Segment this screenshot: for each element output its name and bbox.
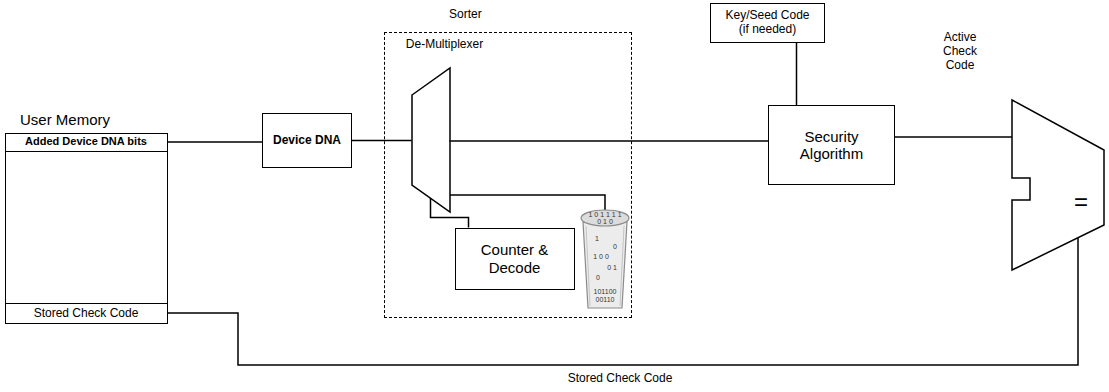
comparator-block: = [1012,100,1104,270]
bin-rib [586,226,590,306]
signal-wire [352,140,412,142]
bin-rib [620,226,624,306]
node-text: Counter & Decode [469,241,561,276]
discard-wire [450,195,605,210]
discarded-bits: 1 0 1 1 1 1 [588,211,621,218]
memory-block: User MemoryAdded Device DNA bitsStored C… [5,133,168,324]
discarded-bits: 101100 [594,288,617,295]
block-outline [1012,100,1104,270]
node-text: = [1074,188,1088,216]
signal-wire [796,43,798,106]
group-frame: SorterDe-MultiplexerCounter & Decode [384,32,632,318]
node-text: Security Algorithm [782,128,882,163]
signal-wire [450,140,769,142]
process-box: Key/Seed Code (if needed) [710,3,825,43]
discarded-bits: 0 [613,243,617,250]
block-shape [1012,100,1104,270]
discarded-bits: 1 0 0 [593,253,609,260]
process-box: Device DNA [262,113,352,168]
memory-row: Added Device DNA bits [5,133,168,152]
node-text: De-Multiplexer [395,38,495,52]
node-text: Added Device DNA bits [25,135,147,148]
process-box: Counter & Decode [455,228,575,290]
discarded-bits: 1 [595,235,599,242]
node-text: Sorter [449,8,482,22]
node-text: User Memory [20,111,110,128]
wire-label: Stored Check Code [565,371,676,385]
discarded-bits: 00110 [596,296,615,303]
node-text: Device DNA [273,134,341,148]
node-text: Key/Seed Code (if needed) [723,9,813,37]
signal-wire [168,141,263,143]
signal-wire [895,136,1012,138]
node-text: Stored Check Code [34,307,139,321]
block-shape [412,68,450,212]
wire-label: Active Check Code [934,30,986,72]
bin-rim [581,210,629,226]
block-outline [395,36,495,216]
discarded-bits: 0 1 0 [597,218,613,225]
demux-block: De-Multiplexer [395,36,495,216]
discarded-bits: 0 [596,274,600,281]
discarded-bits: 0 1 [607,264,617,271]
trash-bin [583,222,627,308]
memory-row: Stored Check Code [5,303,168,324]
process-box: Security Algorithm [768,105,895,185]
